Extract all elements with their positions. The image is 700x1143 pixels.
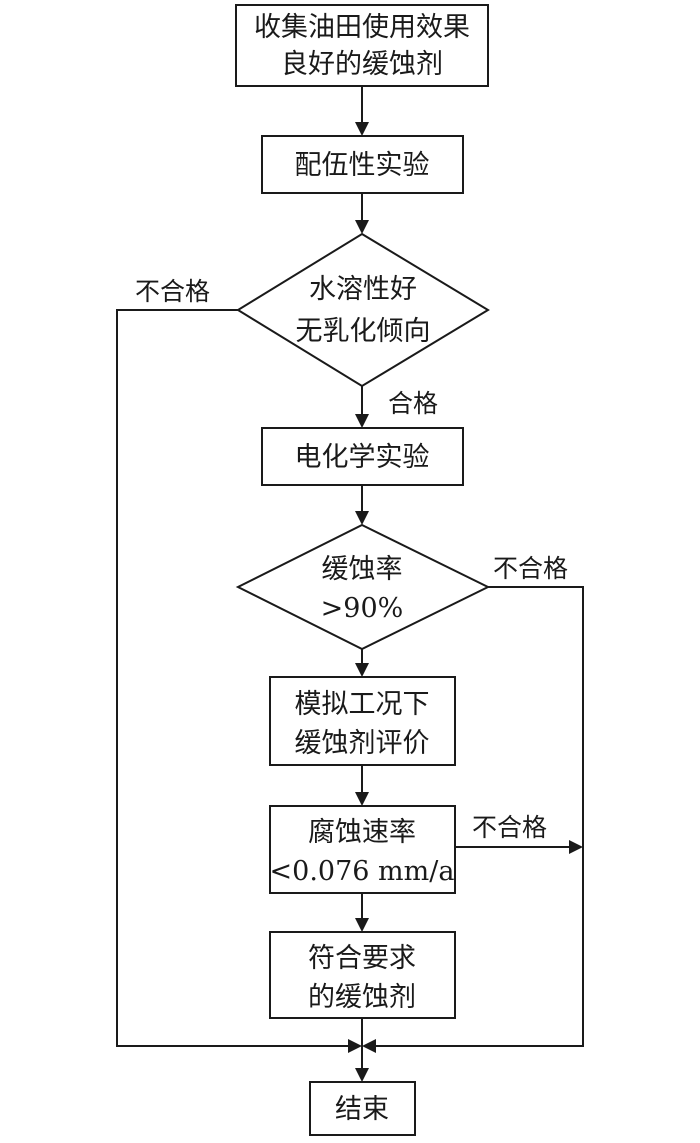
node-electrochem-text: 电化学实验 [295,442,430,473]
node-qualified: 符合要求 的缓蚀剂 [269,931,456,1019]
edge-solubility-to-electrochem [355,386,369,428]
edge-electrochem-to-inhibition [355,485,369,525]
arrow-down-icon [355,414,369,428]
decision-inhibition-line1: 缓蚀率 [322,554,403,585]
arrow-down-icon [355,792,369,806]
arrow-right-icon [569,840,583,854]
edge-corrosion-to-qualified [355,893,369,932]
node-simulate: 模拟工况下 缓蚀剂评价 [269,676,456,766]
edge-inhibition-to-simulate [355,649,369,677]
edge-inhibition-fail [362,586,584,1053]
edge-collect-to-compat [355,86,369,136]
label-fail-right: 不合格 [493,554,568,583]
node-compat-text: 配伍性实验 [295,150,430,181]
arrow-down-icon [355,511,369,525]
arrow-right-icon [348,1039,362,1053]
decision-solubility: 水溶性好 无乳化倾向 [236,232,490,388]
node-simulate-line1: 模拟工况下 [295,689,430,720]
arrow-left-icon [362,1039,376,1053]
arrow-down-icon [355,918,369,932]
label-fail-left: 不合格 [135,277,210,306]
node-compat: 配伍性实验 [261,135,464,194]
node-qualified-line1: 符合要求 [308,943,416,974]
node-collect: 收集油田使用效果 良好的缓蚀剂 [235,4,489,87]
edge-qualified-to-end [355,1018,369,1082]
decision-inhibition: 缓蚀率 >90% [235,523,491,651]
edge-compat-to-solubility [355,193,369,234]
node-end-text: 结束 [335,1094,389,1125]
decision-solubility-line2: 无乳化倾向 [296,316,431,347]
node-simulate-line2: 缓蚀剂评价 [295,728,430,759]
node-end: 结束 [309,1081,416,1136]
arrow-down-icon [355,220,369,234]
node-electrochem: 电化学实验 [261,427,464,486]
decision-solubility-line1: 水溶性好 [309,274,417,305]
decision-inhibition-line2: >90% [321,593,404,624]
arrow-down-icon [355,663,369,677]
arrow-down-icon [355,1068,369,1082]
edge-corrosion-fail [455,840,583,854]
node-corrosion: 腐蚀速率 <0.076 mm/a [269,805,456,894]
edge-simulate-to-corrosion [355,765,369,806]
node-corrosion-line1: 腐蚀速率 [308,817,416,848]
node-collect-line1: 收集油田使用效果 [254,12,470,43]
edge-solubility-fail [116,309,362,1053]
arrow-down-icon [355,122,369,136]
node-corrosion-line2: <0.076 mm/a [270,856,455,887]
node-collect-line2: 良好的缓蚀剂 [281,49,443,80]
node-qualified-line2: 的缓蚀剂 [308,982,416,1013]
label-fail-corrosion: 不合格 [472,813,547,842]
label-pass: 合格 [388,389,438,418]
